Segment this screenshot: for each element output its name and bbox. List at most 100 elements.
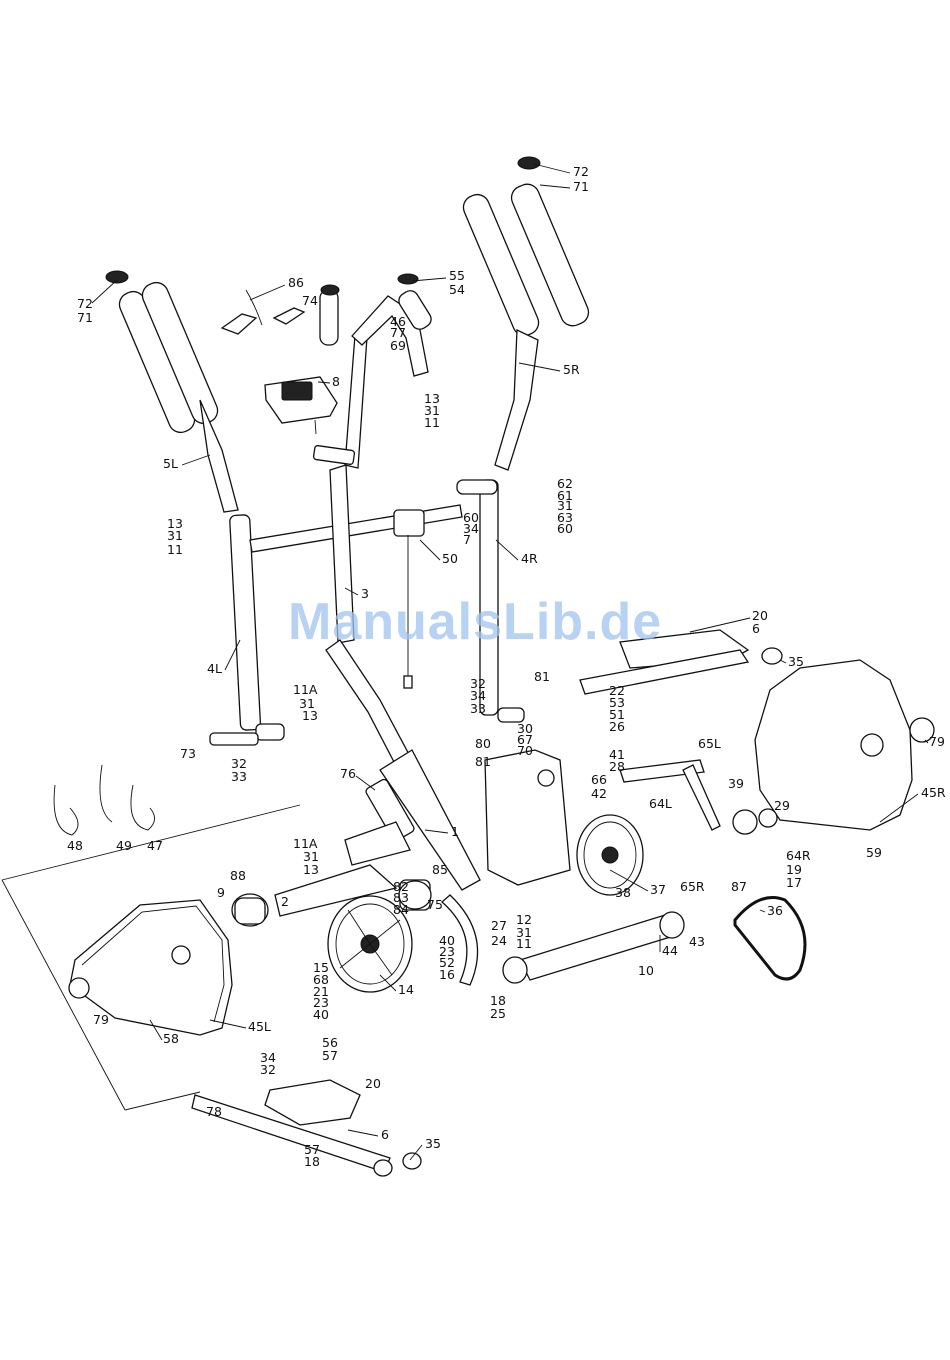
part-label: 30 (517, 721, 533, 736)
part-label: 16 (439, 967, 455, 982)
part-label: 53 (609, 695, 625, 710)
part-label: 27 (491, 918, 507, 933)
part-label: 13 (303, 862, 319, 877)
part-label: 60 (463, 510, 479, 525)
part-label: 1 (451, 824, 459, 839)
part-label: 11 (424, 415, 440, 430)
part-label: 18 (490, 993, 506, 1008)
part-label: 31 (167, 528, 183, 543)
part-label: 59 (866, 845, 882, 860)
part-label: 32 (260, 1062, 276, 1077)
part-label: 49 (116, 838, 132, 853)
part-label: 5L (163, 456, 178, 471)
part-label: 9 (217, 885, 225, 900)
part-label: 36 (767, 903, 783, 918)
part-label: 64R (786, 848, 811, 863)
part-label: 87 (731, 879, 747, 894)
part-label: 72 (77, 296, 93, 311)
part-label: 56 (322, 1035, 338, 1050)
lower-arm-left (209, 514, 285, 746)
part-label: 28 (609, 759, 625, 774)
part-label: 57 (322, 1048, 338, 1063)
part-label: 11A (293, 682, 318, 697)
part-label: 21 (313, 984, 329, 999)
part-label: 18 (304, 1154, 320, 1169)
part-label: 64L (649, 796, 672, 811)
part-label: 84 (393, 902, 409, 917)
part-label: 75 (427, 897, 443, 912)
part-label: 26 (609, 719, 625, 734)
part-label: 81 (534, 669, 550, 684)
computer-console (264, 376, 338, 435)
part-label: 51 (609, 707, 625, 722)
part-label: 47 (147, 838, 163, 853)
left-handlebar-grip (105, 270, 239, 513)
part-label: 15 (313, 960, 329, 975)
side-cover-right (754, 659, 935, 831)
part-label: 83 (393, 890, 409, 905)
part-label: 70 (517, 743, 533, 758)
part-label: 4L (207, 661, 222, 676)
part-label: 76 (340, 766, 356, 781)
part-label: 31 (299, 696, 315, 711)
pulse-sensor-parts (220, 289, 306, 335)
part-label: 24 (491, 933, 507, 948)
part-label: 78 (206, 1104, 222, 1119)
pedal-left (191, 1079, 422, 1177)
part-label: 32 (231, 756, 247, 771)
part-label: 81 (475, 754, 491, 769)
part-label: 4R (521, 551, 538, 566)
part-label: 31 (557, 498, 573, 513)
pivot-axle (249, 479, 498, 553)
part-label: 39 (728, 776, 744, 791)
part-label: 80 (475, 736, 491, 751)
part-label: 67 (517, 732, 533, 747)
right-handlebar-grip (462, 156, 590, 471)
crank-housing (484, 749, 571, 886)
part-label: 61 (557, 488, 573, 503)
magnetic-brake (441, 894, 479, 986)
part-label: 46 (390, 314, 406, 329)
part-label: 50 (442, 551, 458, 566)
part-label: 34 (463, 521, 479, 536)
part-label: 58 (163, 1031, 179, 1046)
part-label: 57 (304, 1142, 320, 1157)
part-label: 33 (231, 769, 247, 784)
part-label: 8 (332, 374, 340, 389)
part-label: 23 (439, 944, 455, 959)
part-label: 65L (698, 736, 721, 751)
part-label: 13 (424, 391, 440, 406)
part-label: 74 (302, 293, 318, 308)
part-label: 5R (563, 362, 580, 377)
part-label: 13 (167, 516, 183, 531)
part-label: 31 (303, 849, 319, 864)
part-label: 35 (788, 654, 804, 669)
part-label: 34 (470, 688, 486, 703)
part-label: 35 (425, 1136, 441, 1151)
part-label: 82 (393, 879, 409, 894)
part-label: 37 (650, 882, 666, 897)
main-frame (365, 749, 481, 891)
part-label: 6 (381, 1127, 389, 1142)
part-label: 85 (432, 862, 448, 877)
part-label: 41 (609, 747, 625, 762)
tension-knob-assembly (403, 535, 413, 689)
part-label: 72 (573, 164, 589, 179)
part-label: 11 (516, 936, 532, 951)
part-label: 29 (774, 798, 790, 813)
part-label: 6 (752, 621, 760, 636)
watermark-text: ManualsLib.de (288, 593, 663, 651)
part-label: 52 (439, 955, 455, 970)
part-label: 40 (439, 933, 455, 948)
part-label: 20 (752, 608, 768, 623)
part-label: 13 (302, 708, 318, 723)
part-label: 73 (180, 746, 196, 761)
part-label: 86 (288, 275, 304, 290)
part-label: 60 (557, 521, 573, 536)
part-label: 2 (281, 894, 289, 909)
part-label: 62 (557, 476, 573, 491)
crank-arms (619, 759, 778, 835)
part-label: 54 (449, 282, 465, 297)
part-label: 79 (929, 734, 945, 749)
